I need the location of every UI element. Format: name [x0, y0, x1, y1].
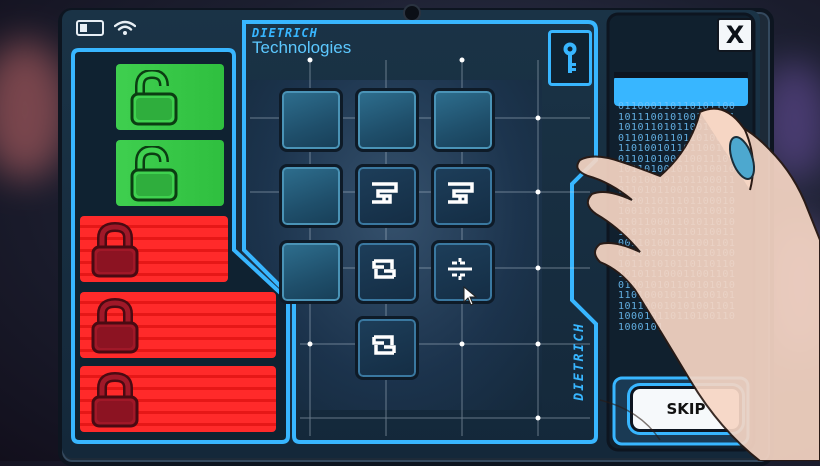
glyph-a-icon — [448, 182, 474, 204]
wifi-icon — [114, 20, 136, 35]
locked-padlock-icon — [91, 222, 139, 278]
puzzle-tile-empty[interactable] — [279, 164, 343, 228]
binary-stream: 0110001101101011001011100101001001011010… — [618, 102, 736, 333]
puzzle-tile-glyph[interactable] — [355, 316, 419, 380]
unlocked-padlock-icon — [130, 146, 178, 202]
puzzle-tile-glyph[interactable] — [355, 240, 419, 304]
vertical-brand-logo: DIETRICH — [572, 322, 587, 401]
key-slot[interactable] — [548, 30, 592, 86]
puzzle-tile-glyph[interactable] — [355, 164, 419, 228]
puzzle-tile-glyph-selected[interactable] — [431, 240, 495, 304]
locked-padlock-icon — [91, 372, 139, 428]
puzzle-tile-glyph[interactable] — [431, 164, 495, 228]
status-bar — [76, 20, 136, 36]
glyph-a-icon — [372, 182, 398, 204]
battery-icon — [76, 20, 104, 36]
brand-logo: DIETRICH — [252, 26, 318, 40]
unlocked-padlock-icon — [130, 70, 178, 126]
puzzle-tile-empty[interactable] — [279, 240, 343, 304]
locked-padlock-icon — [91, 298, 139, 354]
mouse-cursor-icon — [463, 286, 478, 306]
puzzle-tile-empty[interactable] — [355, 88, 419, 152]
close-button[interactable]: X — [717, 18, 753, 52]
puzzle-tile-empty[interactable] — [431, 88, 495, 152]
skip-button[interactable]: SKIP — [630, 386, 742, 432]
glyph-b-icon — [372, 335, 396, 355]
puzzle-tile-empty[interactable] — [279, 88, 343, 152]
key-icon — [563, 42, 577, 73]
brand-subtitle: Technologies — [252, 38, 352, 57]
glyph-b-icon — [372, 259, 396, 279]
glyph-c-icon — [448, 258, 472, 280]
